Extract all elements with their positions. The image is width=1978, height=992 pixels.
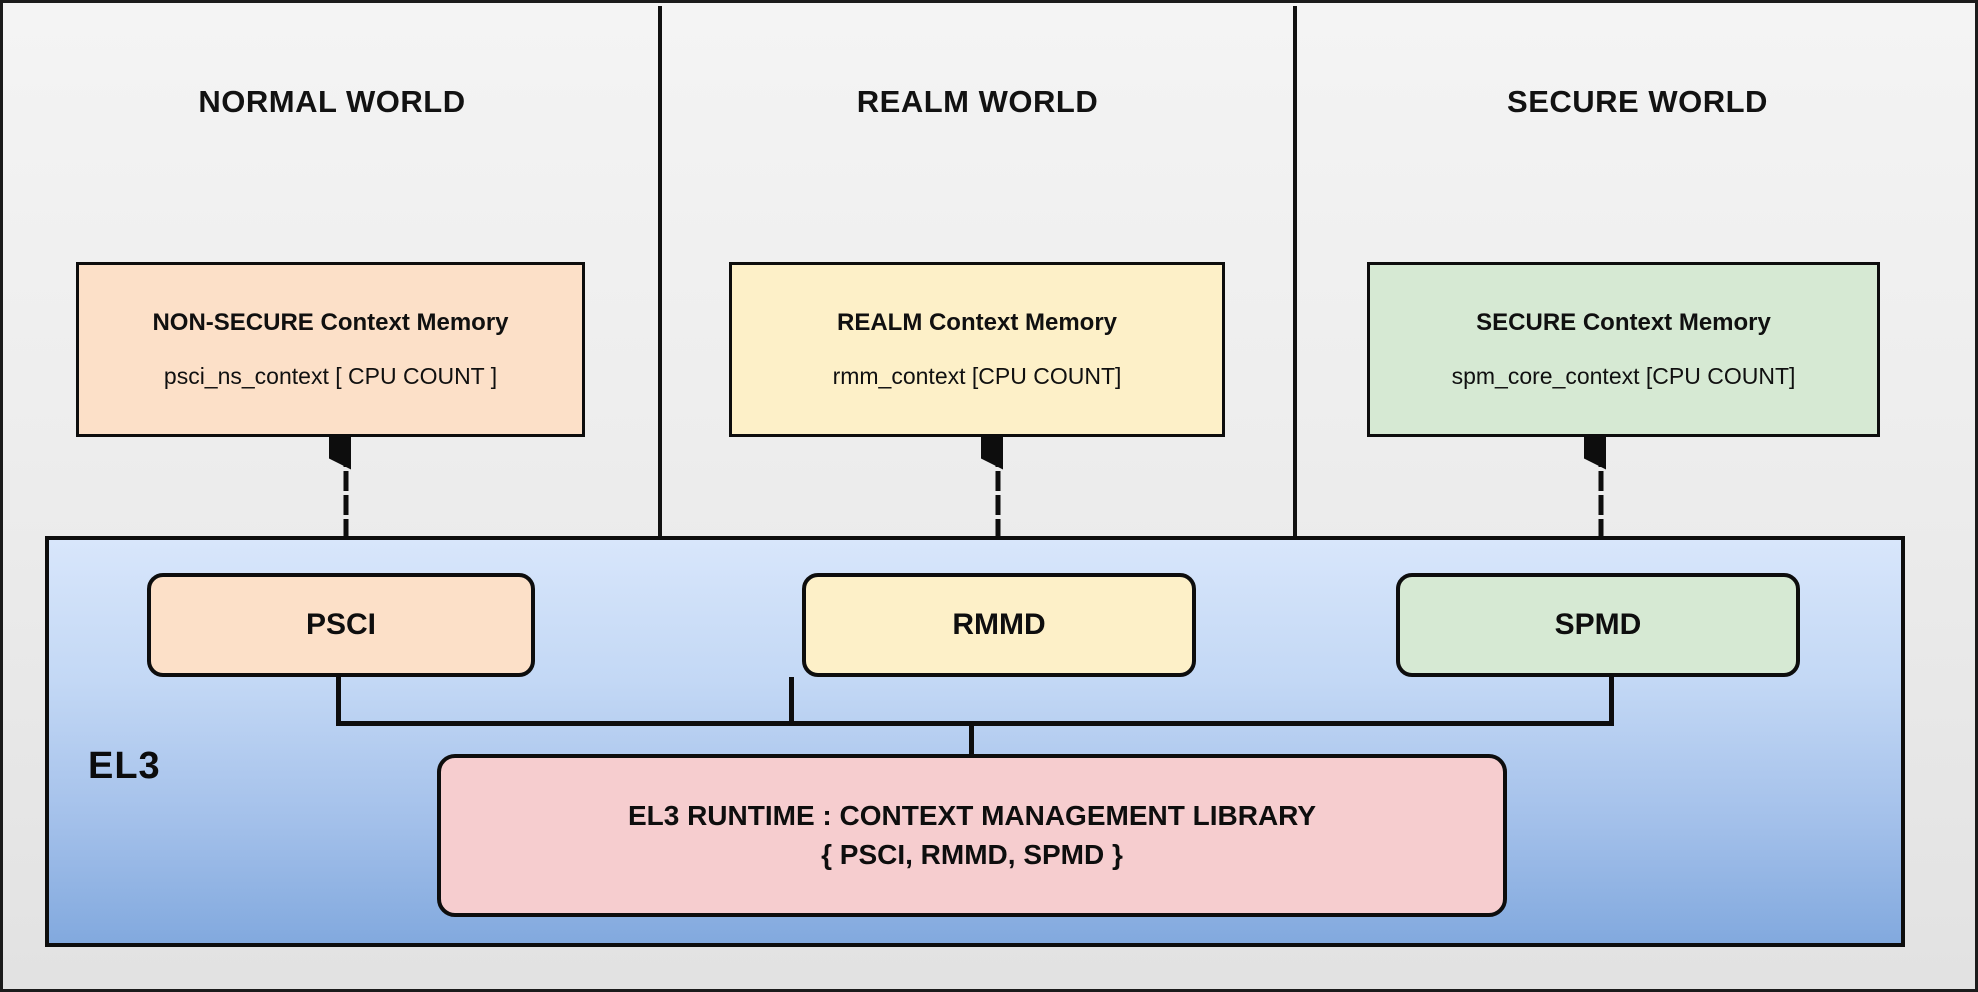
spmd-bus-drop — [1609, 677, 1614, 725]
context-memory-subtitle-nonsecure: psci_ns_context [ CPU COUNT ] — [163, 363, 498, 389]
dispatcher-box-spmd: SPMD — [1396, 573, 1800, 677]
world-title-normal: NORMAL WORLD — [198, 84, 466, 119]
el3-runtime-library-box: EL3 RUNTIME : CONTEXT MANAGEMENT LIBRARY… — [437, 754, 1507, 917]
context-memory-box-nonsecure: NON-SECURE Context Memory psci_ns_contex… — [76, 262, 585, 437]
dispatcher-label-psci: PSCI — [305, 608, 377, 641]
column-divider-right — [1293, 6, 1297, 539]
context-memory-box-realm: REALM Context Memory rmm_context [CPU CO… — [729, 262, 1225, 437]
dispatcher-box-psci: PSCI — [147, 573, 535, 677]
world-title-realm: REALM WORLD — [856, 84, 1099, 119]
context-memory-title-realm: REALM Context Memory — [836, 309, 1118, 336]
context-memory-title-nonsecure: NON-SECURE Context Memory — [152, 309, 509, 336]
runtime-title-line: EL3 RUNTIME : CONTEXT MANAGEMENT LIBRARY — [627, 799, 1317, 831]
el3-label: EL3 — [88, 745, 161, 787]
runtime-components-line: { PSCI, RMMD, SPMD } — [821, 838, 1123, 870]
dispatcher-label-spmd: SPMD — [1554, 608, 1642, 641]
world-column-normal: NORMAL WORLD — [6, 6, 658, 539]
world-column-realm: REALM WORLD — [662, 6, 1293, 539]
context-memory-title-secure: SECURE Context Memory — [1476, 309, 1771, 336]
dispatcher-label-rmmd: RMMD — [952, 608, 1046, 641]
context-memory-subtitle-secure: spm_core_context [CPU COUNT] — [1451, 363, 1796, 389]
context-memory-subtitle-realm: rmm_context [CPU COUNT] — [832, 363, 1122, 389]
runtime-bus-drop — [969, 721, 974, 759]
rmmd-bus-drop — [789, 677, 794, 725]
dispatcher-bus-horizontal — [336, 721, 1614, 726]
world-column-secure: SECURE WORLD — [1297, 6, 1975, 539]
dispatcher-box-rmmd: RMMD — [802, 573, 1196, 677]
world-title-secure: SECURE WORLD — [1507, 84, 1768, 119]
context-memory-box-secure: SECURE Context Memory spm_core_context [… — [1367, 262, 1880, 437]
column-divider-left — [658, 6, 662, 539]
psci-bus-drop — [336, 677, 341, 725]
